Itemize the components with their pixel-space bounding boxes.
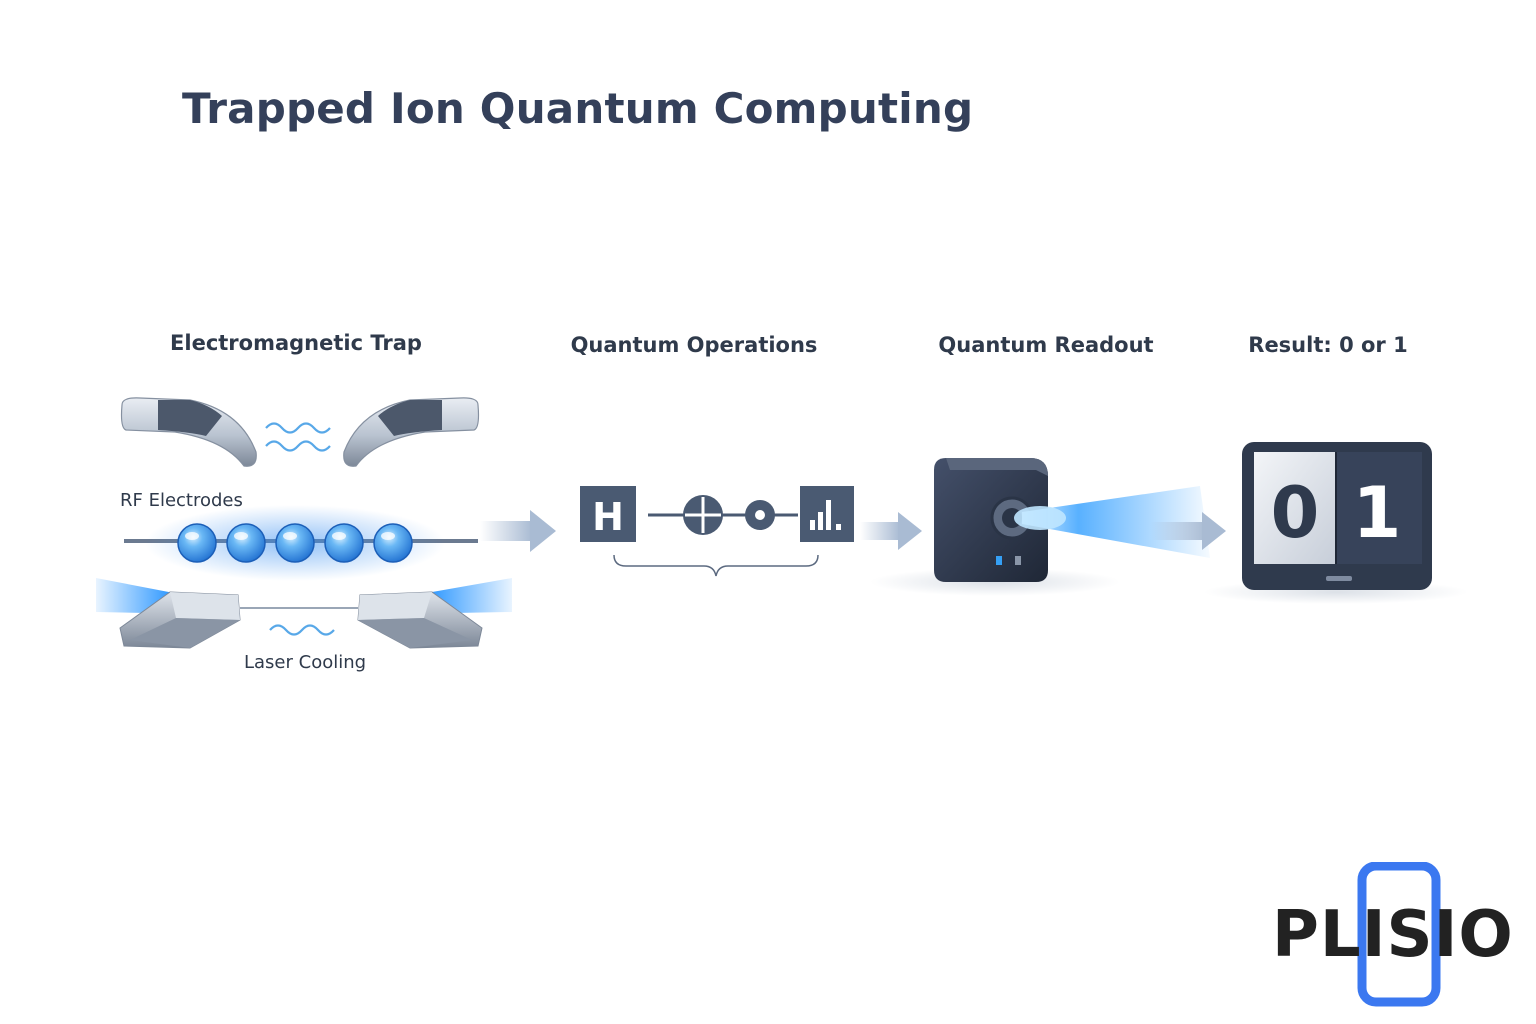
ion-highlight-4 (332, 532, 346, 540)
bottom-left-electrode (119, 591, 241, 649)
control-dot-icon (745, 500, 775, 530)
top-right-electrode (343, 397, 480, 467)
logo-text: PLISIO (1272, 898, 1514, 972)
stage-label-trap: Electromagnetic Trap (170, 331, 422, 355)
ion-highlight-2 (234, 532, 248, 540)
quantum-operations: H (580, 486, 854, 577)
flow-arrow-1 (480, 510, 556, 552)
ion-3 (275, 523, 315, 563)
flow-arrow-2 (860, 512, 922, 550)
operations-brace (613, 554, 819, 577)
stage-label-readout: Quantum Readout (938, 333, 1154, 357)
ion-5 (373, 523, 413, 563)
cnot-target-icon (683, 495, 723, 535)
result-digit-zero: 0 (1271, 472, 1320, 554)
ion-highlight-5 (381, 532, 395, 540)
laser-cooling-label: Laser Cooling (244, 652, 367, 673)
top-left-electrode (120, 397, 257, 467)
ion-4 (324, 523, 364, 563)
bottom-right-electrode (357, 591, 483, 649)
ion-highlight-3 (283, 532, 297, 540)
display-home-button (1326, 576, 1352, 581)
page-title: Trapped Ion Quantum Computing (182, 84, 974, 133)
flow-arrow-3 (1150, 512, 1226, 550)
stage-label-operations: Quantum Operations (570, 333, 818, 357)
stage-label-result: Result: 0 or 1 (1248, 333, 1408, 357)
result-display: 0 1 (1204, 442, 1468, 604)
plisio-logo: PLISIO (1268, 861, 1513, 1012)
hadamard-gate-label: H (592, 495, 624, 539)
hadamard-gate (580, 486, 636, 542)
logo-frame-icon (1357, 861, 1441, 1007)
display-screen-left (1254, 452, 1336, 564)
ion-chain (177, 523, 413, 563)
rf-electrodes-label: RF Electrodes (120, 490, 243, 511)
ion-1 (177, 523, 217, 563)
ion-2 (226, 523, 266, 563)
ion-highlight-1 (185, 532, 199, 540)
electromagnetic-trap (96, 397, 512, 649)
result-digit-one: 1 (1353, 472, 1402, 554)
display-screen-right (1336, 452, 1422, 564)
measurement-gate-icon (800, 486, 854, 542)
beam-source-glow (1014, 506, 1066, 530)
field-wave-icon (265, 422, 331, 452)
cooling-wave-icon (269, 624, 335, 636)
